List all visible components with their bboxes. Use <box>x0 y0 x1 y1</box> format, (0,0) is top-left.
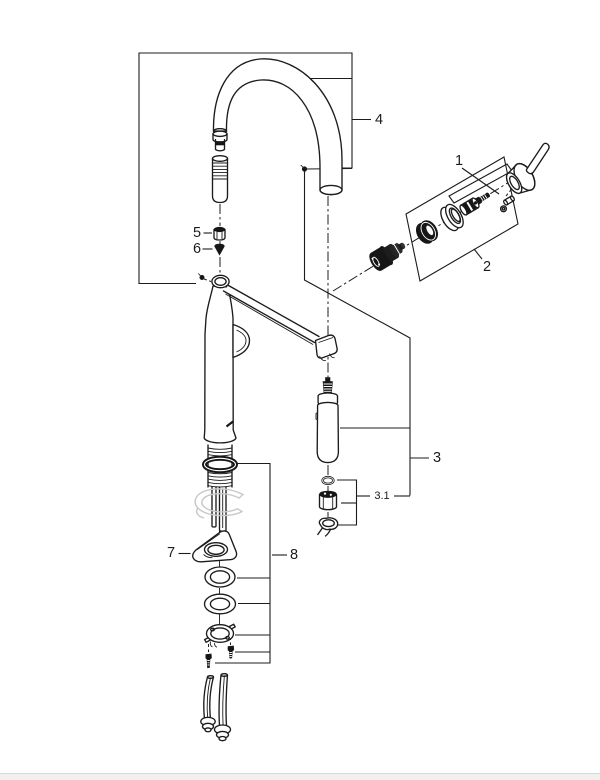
part-label-4: 4 <box>375 112 383 128</box>
handle-pin <box>499 195 515 213</box>
flow-insert <box>318 490 338 511</box>
spout-screw <box>300 164 308 172</box>
handle-plane-2 <box>405 156 519 282</box>
part-label-1: 1 <box>455 153 463 169</box>
faucet-body <box>197 273 338 444</box>
part-label-2: 2 <box>483 259 491 275</box>
spray-oring <box>321 475 335 486</box>
part8-bracket <box>215 462 271 664</box>
handle-dome <box>505 162 536 195</box>
body-screw <box>197 273 205 280</box>
adapter-sleeve <box>459 197 480 216</box>
cartridge <box>369 242 406 271</box>
spray-holder <box>314 334 338 359</box>
check-valve-part6 <box>214 243 225 256</box>
leader-lines <box>138 52 519 664</box>
mounting-screw-left <box>205 653 212 669</box>
washer-lower <box>203 593 237 615</box>
handle-lever <box>525 142 550 175</box>
part-label-8: 8 <box>290 547 298 563</box>
washer-upper <box>204 566 236 588</box>
docking-collar <box>211 155 229 204</box>
hose-right <box>213 673 232 742</box>
mounting-parts-group <box>192 444 244 669</box>
part-label-7: 7 <box>167 545 175 561</box>
spout-group <box>211 58 343 204</box>
bushing-part5 <box>213 226 226 241</box>
spray-head-group <box>315 377 340 537</box>
spray-body <box>315 392 340 464</box>
spout-arc <box>212 58 343 196</box>
hose-left <box>200 675 216 733</box>
ghost-horseshoe <box>194 488 244 519</box>
clamp-ring <box>203 623 236 648</box>
flange-ring <box>415 220 439 244</box>
part3-bracket <box>303 171 411 496</box>
supply-hoses <box>200 673 232 742</box>
spout-outlet-rim <box>319 184 343 196</box>
stabilizer-bracket-part7 <box>192 530 238 563</box>
spray-connector <box>322 377 333 394</box>
part-labels: 1 2 3 3.1 4 5 6 7 8 <box>167 112 491 563</box>
hose-coupling <box>212 130 228 152</box>
part-label-3-1: 3.1 <box>374 490 389 502</box>
part-label-6: 6 <box>193 241 201 257</box>
side-socket <box>232 323 251 359</box>
retainer-clip <box>317 517 339 537</box>
handle-assembly-group <box>369 142 550 271</box>
mounting-screw-right <box>227 645 235 659</box>
spray-arm-fill <box>223 285 319 343</box>
part-label-3: 3 <box>433 450 441 466</box>
grub-screw <box>475 192 490 205</box>
part-label-5: 5 <box>193 225 201 241</box>
cap-ring <box>440 203 464 232</box>
footer-bar <box>0 773 600 780</box>
centerlines <box>203 178 515 652</box>
